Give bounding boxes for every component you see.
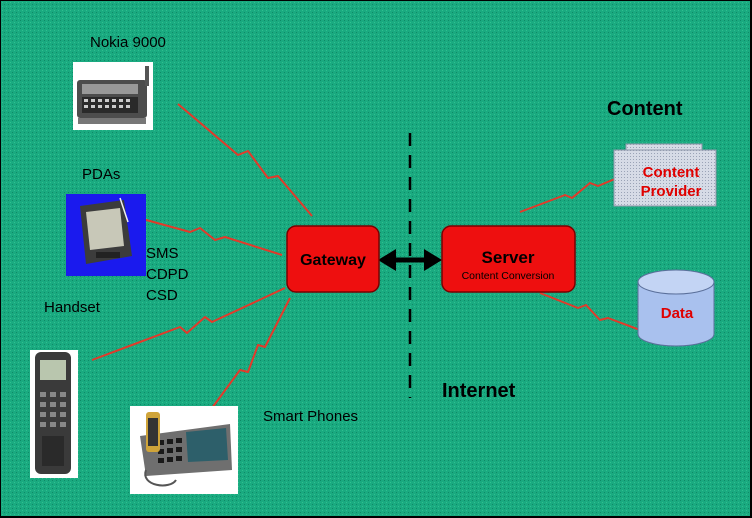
content-provider-line-2: Provider [641, 183, 702, 200]
handset-label: Handset [44, 299, 101, 316]
smartphone-label: Smart Phones [263, 408, 358, 425]
gateway-label: Gateway [300, 252, 366, 269]
content-provider-line-1: Content [643, 164, 700, 181]
content-provider-box: Content Provider [613, 143, 717, 207]
pda-label: PDAs [82, 166, 120, 183]
link-server-provider [519, 175, 623, 213]
pda-icon [66, 194, 146, 276]
nokia-label: Nokia 9000 [90, 34, 166, 51]
smart-phone-icon [130, 406, 238, 494]
server-box: Server Content Conversion [441, 225, 576, 293]
link-handset-gateway [91, 287, 286, 361]
server-sublabel: Content Conversion [462, 270, 555, 282]
mobile-handset-icon [30, 350, 78, 478]
gateway-server-arrow [378, 249, 442, 271]
link-pda-gateway [127, 214, 283, 256]
gateway-box: Gateway [286, 225, 380, 293]
link-server-data [539, 292, 641, 331]
server-label: Server [482, 248, 535, 267]
bearer-csd: CSD [146, 287, 178, 304]
content-heading: Content [607, 98, 683, 120]
communicator-phone-icon [73, 62, 153, 130]
wireless-links [91, 103, 641, 409]
data-label: Data [661, 305, 694, 322]
link-smartphone-gateway [211, 297, 291, 409]
link-nokia-gateway [177, 103, 313, 217]
internet-label: Internet [442, 380, 516, 402]
bearer-cdpd: CDPD [146, 266, 189, 283]
data-store: Data [637, 269, 715, 347]
bearer-sms: SMS [146, 245, 179, 262]
